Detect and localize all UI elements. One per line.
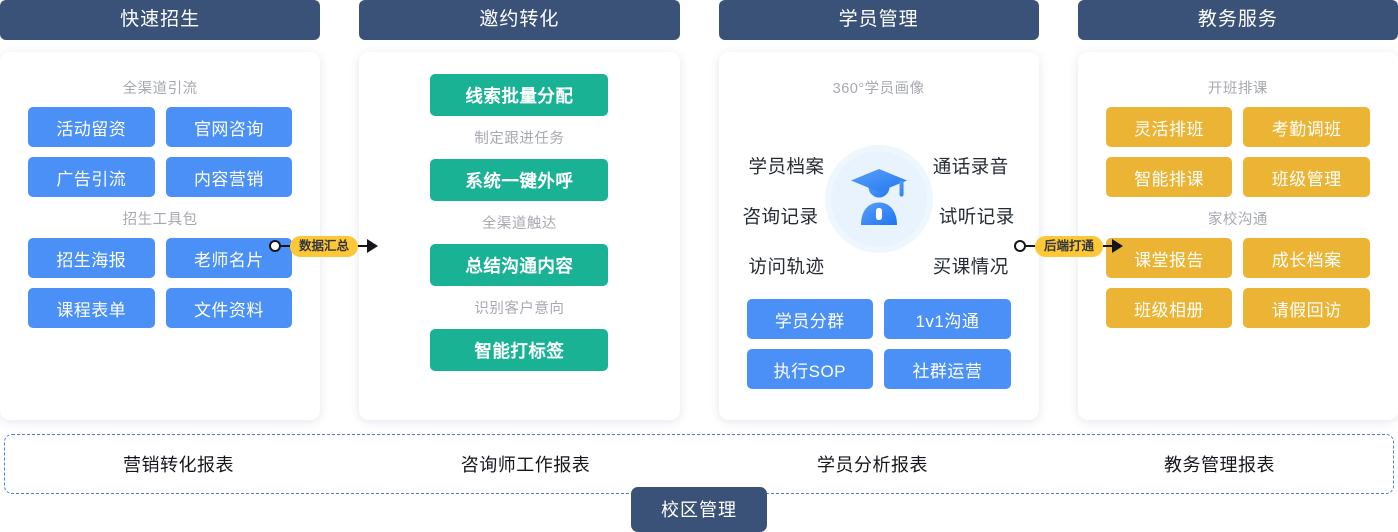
columns-row: 快速招生 全渠道引流 活动留资 官网咨询 广告引流 内容营销 招生工具包 招生海… bbox=[0, 0, 1398, 420]
connector-dash-icon bbox=[1026, 245, 1035, 247]
portrait-tag[interactable]: 通话录音 bbox=[932, 156, 1009, 177]
campus-management-badge[interactable]: 校区管理 bbox=[631, 487, 767, 532]
chip-grid-student-ops: 学员分群 1v1沟通 执行SOP 社群运营 bbox=[746, 299, 1011, 389]
chip-item[interactable]: 请假回访 bbox=[1243, 288, 1370, 328]
card-quick-recruit: 全渠道引流 活动留资 官网咨询 广告引流 内容营销 招生工具包 招生海报 老师名… bbox=[0, 52, 321, 420]
chip-item[interactable]: 智能排课 bbox=[1105, 157, 1233, 197]
portrait-tag[interactable]: 咨询记录 bbox=[742, 206, 819, 227]
chip-item[interactable]: 活动留资 bbox=[28, 107, 155, 147]
report-bar: 营销转化报表 咨询师工作报表 学员分析报表 教务管理报表 bbox=[4, 434, 1394, 494]
connector-backend-integration: 后端打通 bbox=[1014, 233, 1124, 259]
card-student-mgmt: 360°学员画像 学员档案 咨询记录 访问轨迹 通话录音 试听记录 买课情况 bbox=[718, 52, 1039, 420]
portrait-circle bbox=[824, 145, 933, 253]
chip-item[interactable]: 执行SOP bbox=[746, 349, 874, 389]
column-header-academic-service[interactable]: 教务服务 bbox=[1077, 0, 1398, 40]
connector-start-circle-icon bbox=[269, 240, 281, 252]
connector-data-aggregation: 数据汇总 bbox=[269, 233, 379, 259]
chip-item[interactable]: 班级管理 bbox=[1243, 157, 1370, 197]
chip-grid-toolkit: 招生海报 老师名片 课程表单 文件资料 bbox=[28, 238, 293, 328]
portrait-tag[interactable]: 试听记录 bbox=[938, 206, 1015, 227]
column-header-quick-recruit[interactable]: 快速招生 bbox=[0, 0, 321, 40]
chip-item[interactable]: 课程表单 bbox=[28, 288, 155, 328]
portrait-title: 360°学员画像 bbox=[832, 81, 925, 97]
column-academic-service: 教务服务 开班排课 灵活排班 考勤调班 智能排课 班级管理 家校沟通 课堂报告 … bbox=[1077, 0, 1398, 420]
group-label: 全渠道触达 bbox=[481, 216, 557, 232]
chip-item[interactable]: 社群运营 bbox=[884, 349, 1011, 389]
connector-label: 数据汇总 bbox=[290, 235, 359, 257]
connector-dash-icon bbox=[281, 245, 290, 247]
connector-arrow-icon bbox=[367, 239, 379, 253]
chip-grid-home-school: 课堂报告 成长档案 班级相册 请假回访 bbox=[1105, 238, 1370, 328]
chip-item[interactable]: 系统一键外呼 bbox=[430, 159, 609, 201]
report-item[interactable]: 营销转化报表 bbox=[123, 455, 234, 475]
graduate-student-icon bbox=[847, 167, 911, 232]
chip-item[interactable]: 成长档案 bbox=[1243, 238, 1370, 278]
chip-item[interactable]: 学员分群 bbox=[746, 299, 874, 339]
chip-grid-scheduling: 灵活排班 考勤调班 智能排课 班级管理 bbox=[1105, 107, 1370, 197]
chip-item[interactable]: 线索批量分配 bbox=[430, 74, 609, 116]
connector-start-circle-icon bbox=[1014, 240, 1026, 252]
group-label-toolkit: 招生工具包 bbox=[122, 212, 198, 228]
connector-arrow-icon bbox=[1112, 239, 1124, 253]
chip-item[interactable]: 广告引流 bbox=[28, 157, 155, 197]
portrait-tag[interactable]: 访问轨迹 bbox=[748, 256, 825, 277]
chip-item[interactable]: 文件资料 bbox=[165, 288, 293, 328]
chip-item[interactable]: 考勤调班 bbox=[1243, 107, 1370, 147]
column-header-invite-convert[interactable]: 邀约转化 bbox=[359, 0, 680, 40]
chip-item[interactable]: 课堂报告 bbox=[1105, 238, 1233, 278]
chip-item[interactable]: 总结沟通内容 bbox=[430, 244, 609, 286]
chip-item[interactable]: 1v1沟通 bbox=[884, 299, 1011, 339]
report-item[interactable]: 咨询师工作报表 bbox=[460, 455, 591, 475]
connector-dash-icon bbox=[358, 245, 368, 247]
group-label-omnichannel: 全渠道引流 bbox=[122, 81, 198, 97]
group-label-home-school: 家校沟通 bbox=[1207, 212, 1268, 228]
chip-item[interactable]: 班级相册 bbox=[1105, 288, 1233, 328]
green-stack: 线索批量分配 制定跟进任务 系统一键外呼 全渠道触达 总结沟通内容 识别客户意向… bbox=[387, 66, 651, 371]
student-portrait-wheel: 学员档案 咨询记录 访问轨迹 通话录音 试听记录 买课情况 bbox=[743, 109, 1014, 299]
column-header-student-mgmt[interactable]: 学员管理 bbox=[718, 0, 1039, 40]
chip-grid-omnichannel: 活动留资 官网咨询 广告引流 内容营销 bbox=[28, 107, 293, 197]
card-academic-service: 开班排课 灵活排班 考勤调班 智能排课 班级管理 家校沟通 课堂报告 成长档案 … bbox=[1077, 52, 1398, 420]
chip-item[interactable]: 老师名片 bbox=[165, 238, 293, 278]
report-item[interactable]: 教务管理报表 bbox=[1164, 455, 1275, 475]
connector-dash-icon bbox=[1103, 245, 1113, 247]
chip-item[interactable]: 智能打标签 bbox=[430, 329, 609, 371]
portrait-tag[interactable]: 学员档案 bbox=[748, 156, 825, 177]
group-label: 制定跟进任务 bbox=[474, 131, 565, 147]
column-invite-convert: 邀约转化 线索批量分配 制定跟进任务 系统一键外呼 全渠道触达 总结沟通内容 识… bbox=[359, 0, 680, 420]
chip-item[interactable]: 灵活排班 bbox=[1105, 107, 1233, 147]
chip-item[interactable]: 官网咨询 bbox=[165, 107, 293, 147]
portrait-tag[interactable]: 买课情况 bbox=[932, 256, 1009, 277]
chip-item[interactable]: 内容营销 bbox=[165, 157, 293, 197]
connector-label: 后端打通 bbox=[1035, 235, 1104, 257]
chip-item[interactable]: 招生海报 bbox=[28, 238, 155, 278]
card-invite-convert: 线索批量分配 制定跟进任务 系统一键外呼 全渠道触达 总结沟通内容 识别客户意向… bbox=[359, 52, 680, 420]
report-item[interactable]: 学员分析报表 bbox=[817, 455, 928, 475]
column-student-mgmt: 学员管理 360°学员画像 学员档案 咨询记录 访问轨迹 通话录音 试听记录 买… bbox=[718, 0, 1039, 420]
group-label: 识别客户意向 bbox=[474, 301, 565, 317]
group-label-scheduling: 开班排课 bbox=[1207, 81, 1268, 97]
column-quick-recruit: 快速招生 全渠道引流 活动留资 官网咨询 广告引流 内容营销 招生工具包 招生海… bbox=[0, 0, 321, 420]
